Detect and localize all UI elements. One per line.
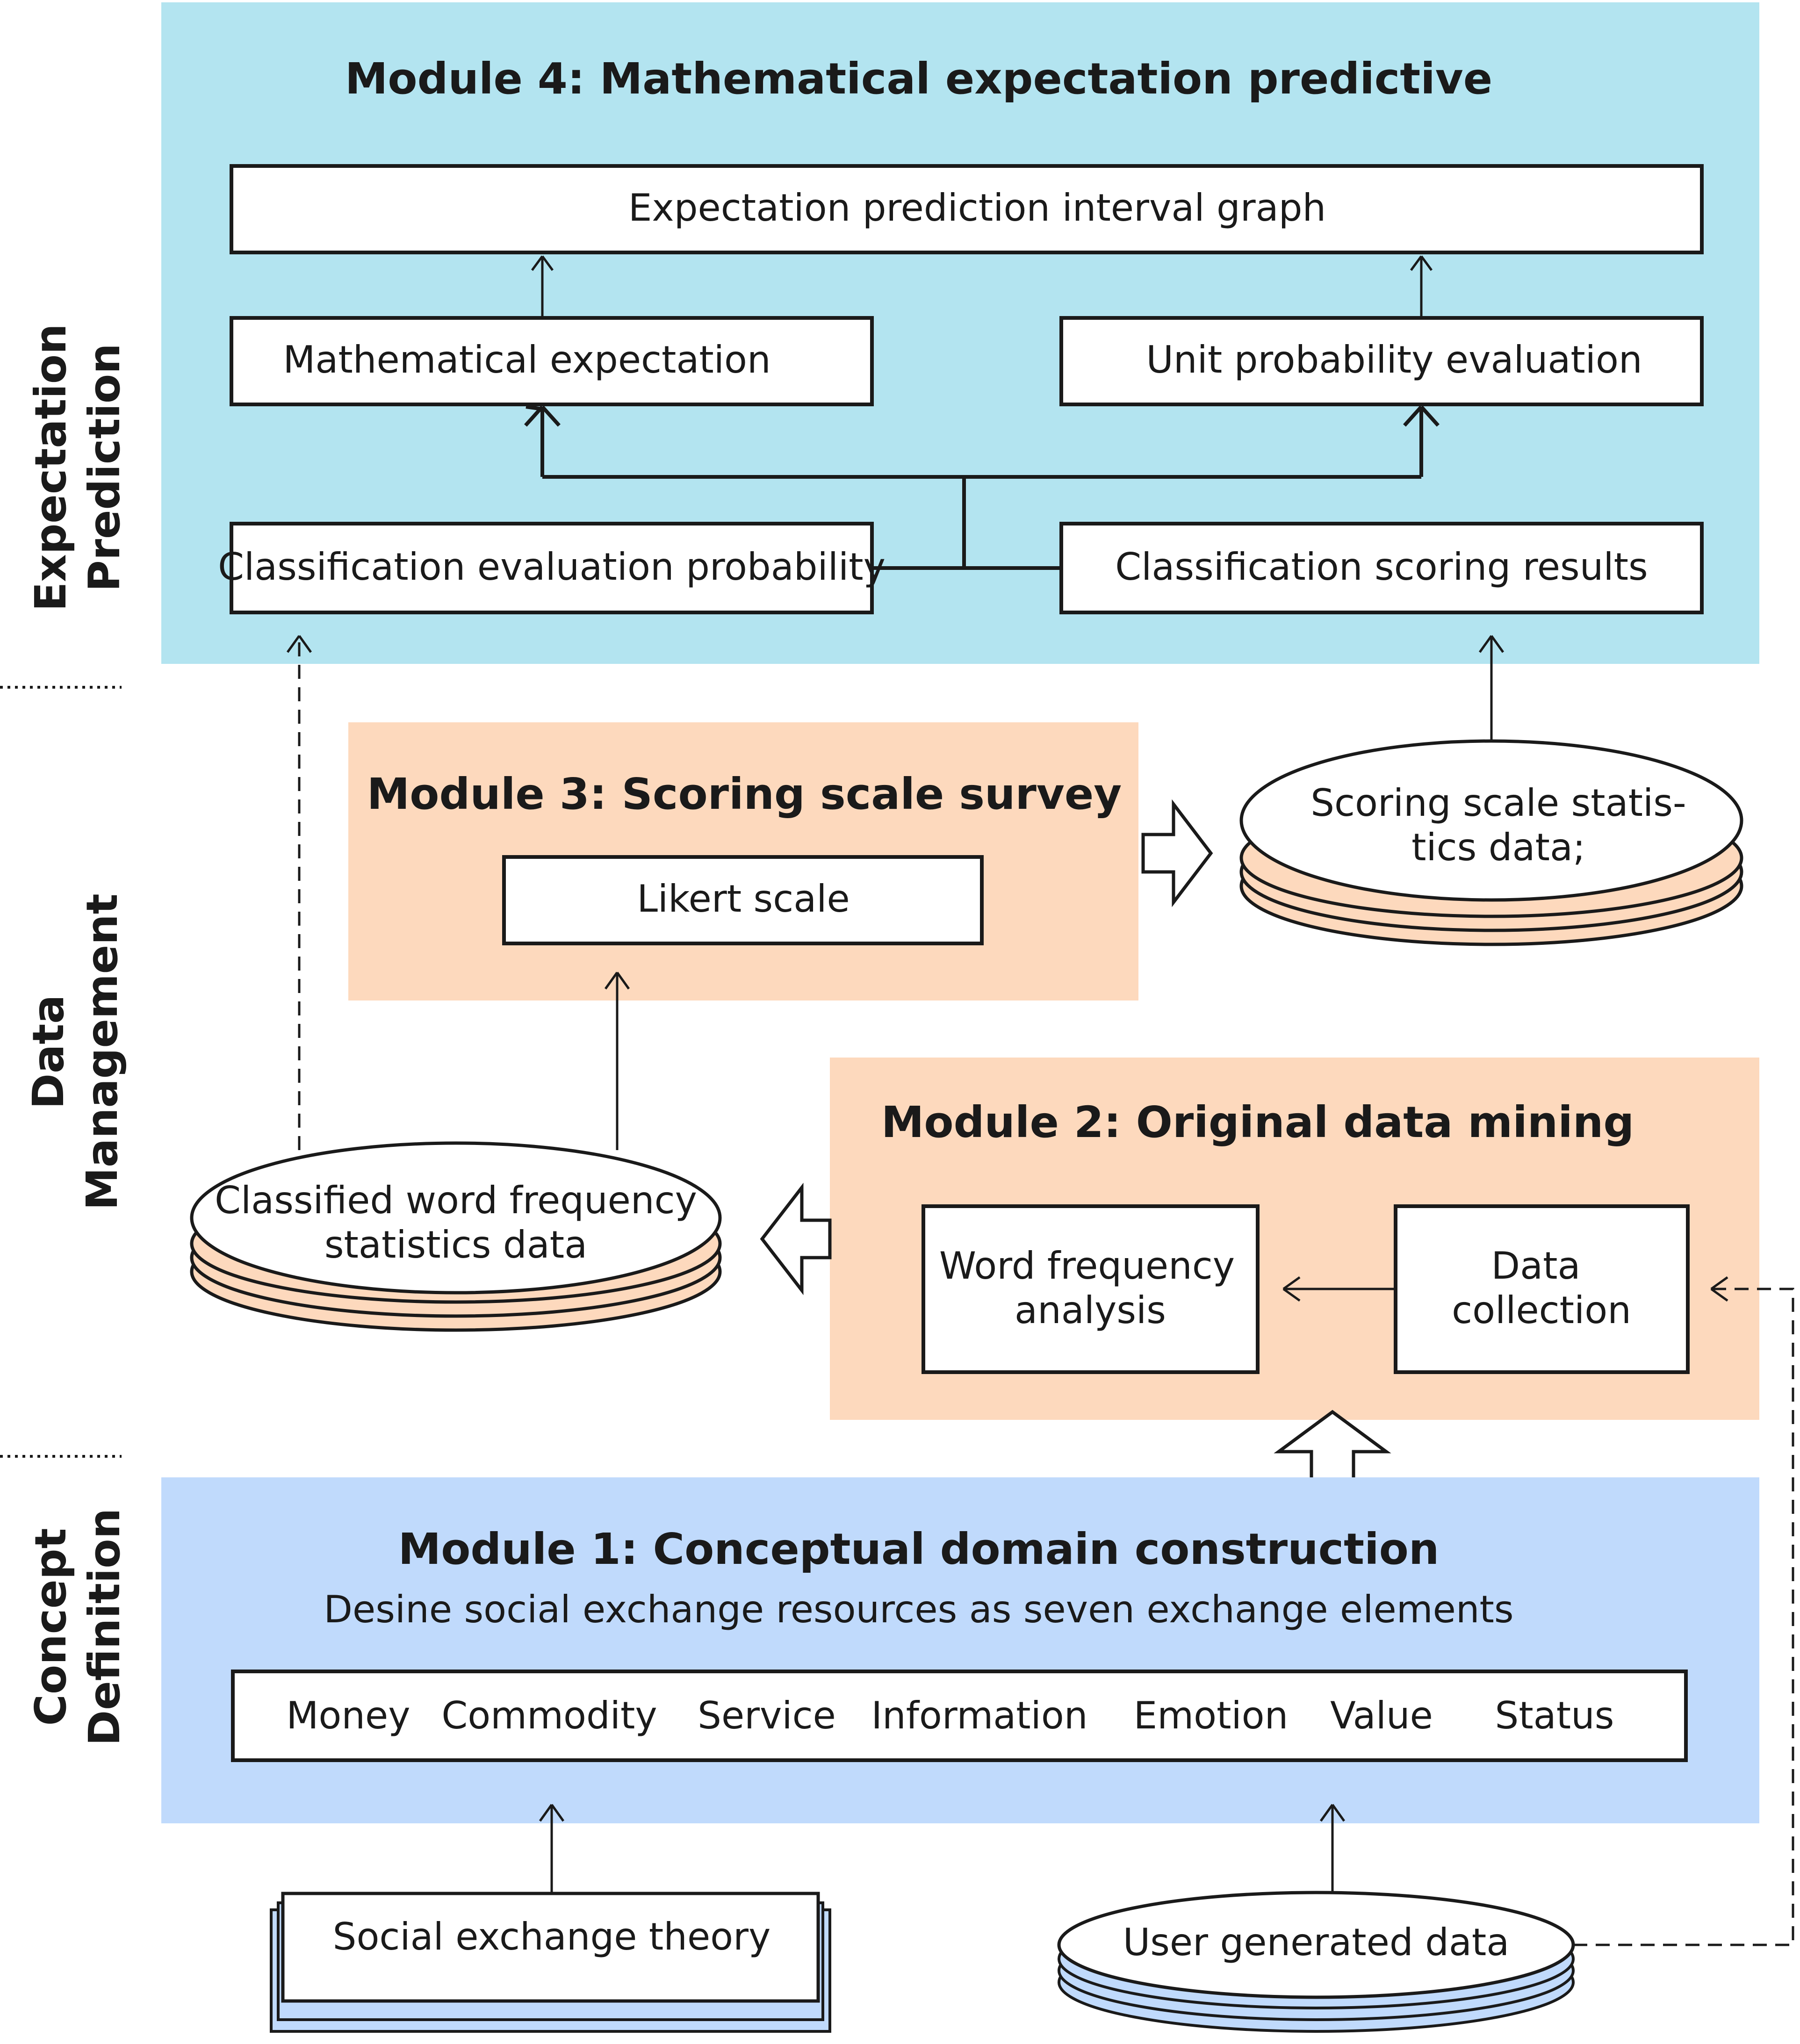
math-expectation-label: Mathematical expectation	[283, 338, 770, 381]
classification-scoring-label: Classification scoring results	[1115, 545, 1648, 589]
social-exchange-theory-label: Social exchange theory	[333, 1915, 771, 1958]
arrow-to-word-frequency	[1282, 1276, 1301, 1302]
exchange-element-service: Service	[698, 1694, 836, 1737]
module-2-panel: Module 2: Original data mining Word freq…	[830, 1058, 1759, 1420]
data-collection-label-1: Data	[1491, 1244, 1580, 1288]
interval-graph-label: Expectation prediction interval graph	[628, 186, 1326, 230]
module-1-title: Module 1: Conceptual domain construction	[398, 1524, 1440, 1574]
user-generated-data-input: User generated data	[1057, 1891, 1575, 2033]
side-label-concept-definition: Concept Definition	[26, 1508, 130, 1746]
arrow-to-unit-probability	[1403, 405, 1440, 427]
social-exchange-theory-input: Social exchange theory	[270, 1892, 831, 2033]
module-3-title: Module 3: Scoring scale survey	[367, 769, 1122, 819]
exchange-elements-row: Money Commodity Service Information Emotion V…	[286, 1694, 1614, 1737]
module-4-title: Module 4: Mathematical expectation predi…	[345, 54, 1492, 104]
scoring-data-store: Scoring scale statis- tics data;	[1239, 739, 1743, 946]
unit-probability-label: Unit probability evaluation	[1146, 338, 1642, 381]
word-frequency-label-2: analysis	[1015, 1288, 1166, 1332]
arrow-to-classification-probability	[286, 635, 312, 653]
side-label-data-management: Data Management	[23, 893, 127, 1210]
classified-data-store: Classified word frequency statistics dat…	[190, 1141, 722, 1332]
module-3-panel: Module 3: Scoring scale survey Likert sc…	[348, 722, 1138, 1000]
module-2-title: Module 2: Original data mining	[881, 1097, 1634, 1147]
scoring-data-label-1: Scoring scale statis-	[1310, 781, 1686, 825]
exchange-element-information: Information	[871, 1694, 1087, 1737]
data-collection-label-2: collection	[1452, 1288, 1631, 1332]
likert-scale-box	[502, 855, 984, 945]
exchange-element-status: Status	[1495, 1694, 1614, 1737]
module2-to-classified-data-arrow	[760, 1182, 832, 1295]
module-1-subtitle: Desine social exchange resources as seve…	[324, 1588, 1513, 1631]
math-expectation-box	[230, 316, 874, 406]
classification-probability-label: Classification evaluation probability	[218, 545, 886, 589]
classified-data-label-2: statistics data	[324, 1223, 587, 1267]
interval-graph-box	[230, 164, 1704, 254]
arrow-to-graph-left	[531, 255, 554, 271]
arrow-ugd-to-module1	[1319, 1804, 1346, 1822]
arrow-theory-to-module1	[539, 1804, 565, 1822]
arrow-to-graph-right	[1410, 255, 1433, 271]
ugd-to-collection-dashed-connector	[1573, 1288, 1794, 1946]
module-1-background	[161, 1477, 1759, 1823]
word-frequency-label-1: Word frequency	[939, 1244, 1235, 1288]
module1-to-module2-arrow	[1274, 1410, 1391, 1483]
module-1-panel: Module 1: Conceptual domain construction…	[161, 1477, 1759, 1823]
arrow-to-math-expectation	[524, 405, 561, 427]
module-4-panel: Module 4: Mathematical expectation predi…	[161, 2, 1759, 664]
user-generated-data-label: User generated data	[1123, 1921, 1510, 1964]
unit-probability-box	[1059, 316, 1704, 406]
exchange-element-emotion: Emotion	[1134, 1694, 1289, 1737]
arrow-to-classification-scoring	[1478, 635, 1505, 653]
side-label-concept-text: Concept	[26, 1528, 76, 1726]
side-label-expectation-prediction: Expectation Prediction	[26, 324, 130, 611]
exchange-element-value: Value	[1330, 1694, 1433, 1737]
side-label-data-text: Data	[23, 995, 73, 1109]
data-collection-box	[1394, 1204, 1690, 1374]
side-label-expectation-text: Expectation	[26, 324, 76, 611]
scoring-data-label-2: tics data;	[1411, 826, 1585, 869]
classification-merge-connector	[540, 409, 1423, 570]
module3-to-scoring-data-arrow	[1141, 799, 1213, 907]
side-label-prediction-text: Prediction	[79, 343, 130, 591]
arrow-to-likert	[604, 972, 630, 990]
word-frequency-box	[922, 1204, 1260, 1374]
side-label-definition-text: Definition	[79, 1508, 130, 1746]
exchange-element-money: Money	[286, 1694, 410, 1737]
arrow-to-data-collection	[1710, 1276, 1728, 1302]
exchange-elements-box	[231, 1670, 1688, 1762]
classification-scoring-box	[1059, 522, 1704, 614]
side-label-management-text: Management	[77, 893, 127, 1210]
exchange-element-commodity: Commodity	[441, 1694, 657, 1737]
classified-data-label-1: Classified word frequency	[215, 1179, 697, 1222]
likert-scale-label: Likert scale	[637, 877, 850, 921]
